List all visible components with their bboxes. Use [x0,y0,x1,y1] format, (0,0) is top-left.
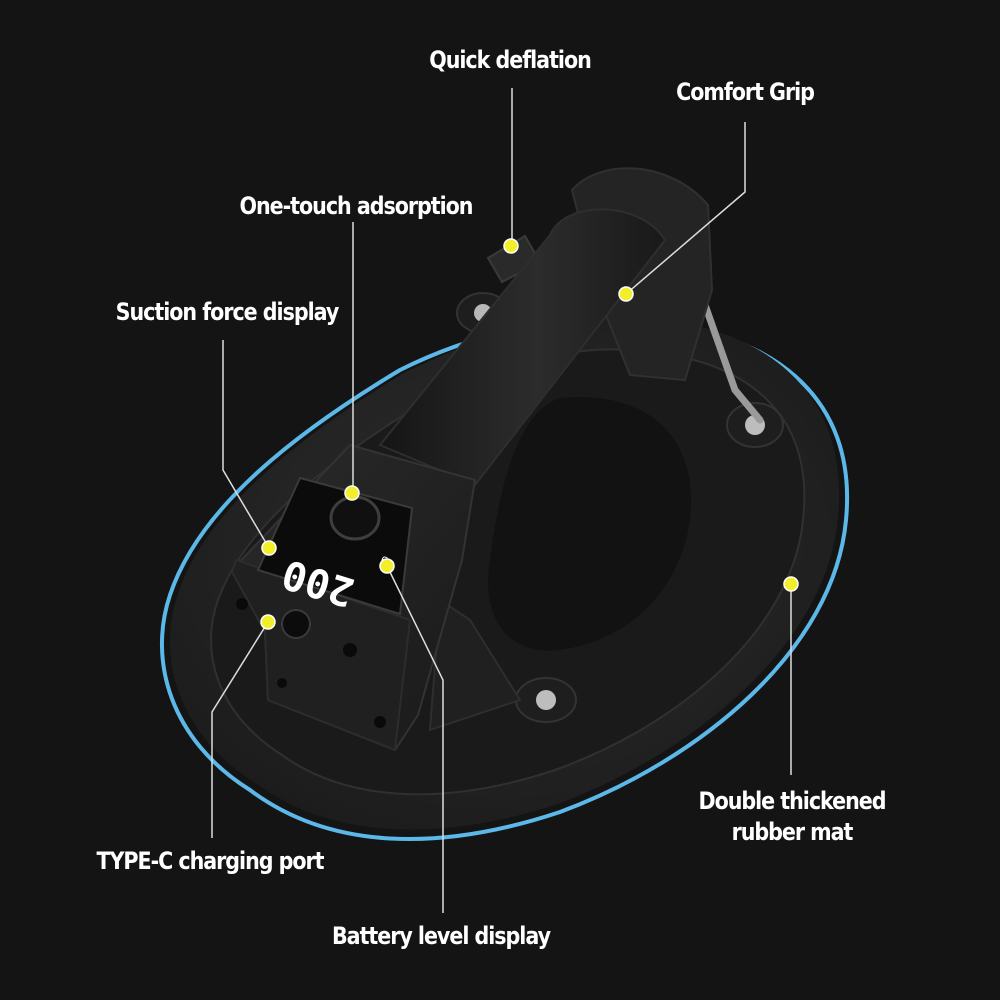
label-type-c-charging-port: TYPE-C charging port [96,847,324,875]
leader-suction-display [222,340,270,549]
marker-one-touch [344,485,360,501]
label-battery-level-display: Battery level display [331,922,551,950]
label-mat-line1: Double thickened [698,787,886,815]
label-suction-force-display: Suction force display [115,298,340,326]
marker-suction-display [261,540,277,556]
power-button [329,495,381,541]
hole-right [343,643,357,657]
metal-bracket [694,281,764,424]
control-head: 200 kg [230,443,477,752]
screw-bottom [536,690,556,710]
label-mat-line2: rubber mat [731,818,854,846]
leader-battery [386,565,444,913]
marker-type-c [260,614,276,630]
hole-lower-right [374,716,386,728]
type-c-port [281,609,311,639]
leader-comfort-grip [625,122,746,295]
head-front-face [230,558,412,752]
marker-quick-deflation [503,238,519,254]
rubber-mat-rim [159,318,850,841]
marker-comfort-grip [618,286,634,302]
leader-type-c [211,621,269,838]
hole-lower-left [277,678,287,688]
marker-battery [379,558,395,574]
comfort-grip-handle [378,208,667,487]
label-one-touch-adsorption: One-touch adsorption [239,192,474,220]
pad-cavity [488,397,692,651]
front-support [428,598,522,732]
callout-markers [260,238,799,630]
label-comfort-grip: Comfort Grip [676,78,815,106]
label-quick-deflation: Quick deflation [429,46,592,74]
leader-lines [211,88,792,913]
label-double-thickened-rubber-mat: Double thickened rubber mat [689,786,895,848]
marker-rubber-mat [783,576,799,592]
hole-left [236,598,248,610]
